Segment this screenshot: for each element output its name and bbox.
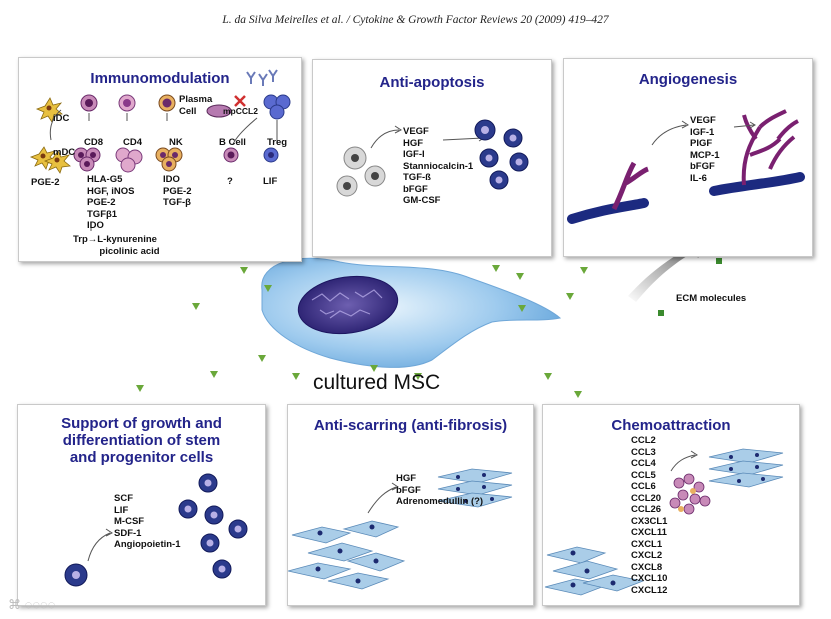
factor-item: CXCL12	[631, 584, 668, 596]
label-bcell: B Cell	[219, 137, 246, 148]
label-treg: Treg	[267, 137, 288, 148]
factor-item: CCL20	[631, 492, 662, 504]
ecm-molecules-label: ECM molecules	[676, 293, 747, 304]
label-pge2: PGE-2	[31, 177, 60, 188]
factor-item: CCL2	[631, 435, 656, 446]
factor-item: IGF-I	[403, 149, 425, 160]
panel-title: Anti-scarring (anti-fibrosis)	[313, 417, 508, 434]
factor-item: MCP-1	[690, 149, 720, 161]
factor-item: Stanniocalcin-1	[403, 160, 474, 172]
chemoattraction-cells	[544, 448, 784, 596]
anti-scarring-fibroblasts	[288, 468, 513, 590]
factor-item: M-CSF	[114, 516, 145, 527]
label-bcell-factor: ?	[227, 176, 233, 187]
panel-title: Angiogenesis	[638, 71, 738, 88]
factor-item: SCF	[114, 493, 133, 504]
label-trp-pathway: Trp→L-kynurenine picolinic acid	[73, 234, 160, 257]
factor-item: CXCL2	[631, 550, 663, 561]
panel-title: Anti-apoptosis	[379, 74, 485, 91]
signal-triangle	[414, 373, 422, 380]
idc-cell-icon	[35, 97, 63, 123]
factor-item: CXCL10	[631, 573, 668, 584]
factor-item: CCL5	[631, 469, 656, 481]
signal-triangle	[264, 285, 272, 292]
factor-item: VEGF	[690, 115, 716, 126]
factor-item: HGF	[396, 473, 417, 484]
panel-support-growth: Support of growth and differentiation of…	[17, 404, 266, 606]
factor-item: CX3CL1	[631, 515, 668, 527]
signal-triangle	[210, 371, 218, 378]
factor-item: CCL3	[631, 446, 656, 458]
factor-item: bFGF	[403, 183, 428, 195]
factor-item: Adrenomedullin (?)	[396, 496, 484, 507]
factor-item: bFGF	[690, 161, 715, 172]
factor-item: VEGF	[403, 126, 429, 137]
panel-immunomodulation: Immunomodulation	[18, 57, 302, 262]
factor-item: LIF	[114, 504, 129, 516]
signal-triangle	[192, 303, 200, 310]
ecm-square	[658, 310, 664, 316]
panel-title: Chemoattraction	[611, 417, 731, 434]
signal-triangle	[370, 365, 378, 372]
signal-triangle	[566, 293, 574, 300]
factor-item: CXCL8	[631, 561, 663, 573]
factor-item: GM-CSF	[403, 195, 441, 206]
immunomodulation-cells	[29, 69, 291, 231]
factor-item: Angiopoietin-1	[114, 539, 181, 550]
signal-triangle	[580, 267, 588, 274]
factor-item: CXCL1	[631, 538, 663, 550]
label-mpccl2: mpCCL2	[223, 106, 258, 116]
factor-item: bFGF	[396, 484, 421, 496]
signal-triangle	[292, 373, 300, 380]
label-idc: iDC	[53, 113, 70, 124]
paper-citation-header: L. da Silva Meirelles et al. / Cytokine …	[222, 14, 609, 26]
signal-triangle	[574, 391, 582, 398]
factor-item: HGF	[403, 137, 424, 149]
factor-item: TGF-ß	[403, 172, 431, 183]
factor-item: CXCL11	[631, 527, 667, 538]
label-treg-factor: LIF	[263, 176, 278, 187]
cultured-msc-label: cultured MSC	[313, 371, 441, 394]
signal-triangle	[258, 355, 266, 362]
signal-triangle	[516, 273, 524, 280]
ecm-arrow	[628, 238, 712, 302]
label-mdc: mDC	[53, 147, 76, 158]
label-nk: NK	[169, 137, 183, 148]
angiogenesis-vessels	[567, 109, 805, 224]
ecm-square	[716, 258, 722, 264]
anti-apoptosis-cells	[336, 119, 529, 197]
signal-triangle	[492, 265, 500, 272]
factor-item: CCL4	[631, 458, 656, 469]
signal-triangle	[136, 385, 144, 392]
signal-triangle	[544, 373, 552, 380]
label-cd4: CD4	[123, 137, 143, 148]
watermark: ⌘ ◌◌◌◌	[8, 597, 56, 612]
factor-item: CCL26	[631, 504, 662, 515]
factor-item: CCL6	[631, 481, 656, 492]
signal-triangle	[518, 305, 526, 312]
mdc-cell-icon	[29, 146, 71, 174]
panel-title: Immunomodulation	[90, 70, 230, 87]
factor-item: IGF-1	[690, 126, 715, 138]
panel-title: Support of growth and differentiation of…	[61, 415, 222, 466]
label-cd8-factors: HLA-G5 HGF, iNOS PGE-2 TGFβ1 IDO	[87, 174, 135, 231]
support-cells	[64, 473, 248, 587]
factor-item: SDF-1	[114, 527, 142, 539]
label-cd8: CD8	[84, 137, 104, 148]
signal-triangle	[240, 267, 248, 274]
label-nk-factors: IDO PGE-2 TGF-β	[163, 174, 192, 208]
factor-item: IL-6	[690, 172, 707, 184]
label-plasma-cell: Plasma Cell	[179, 94, 213, 117]
factor-item: PIGF	[690, 138, 713, 149]
